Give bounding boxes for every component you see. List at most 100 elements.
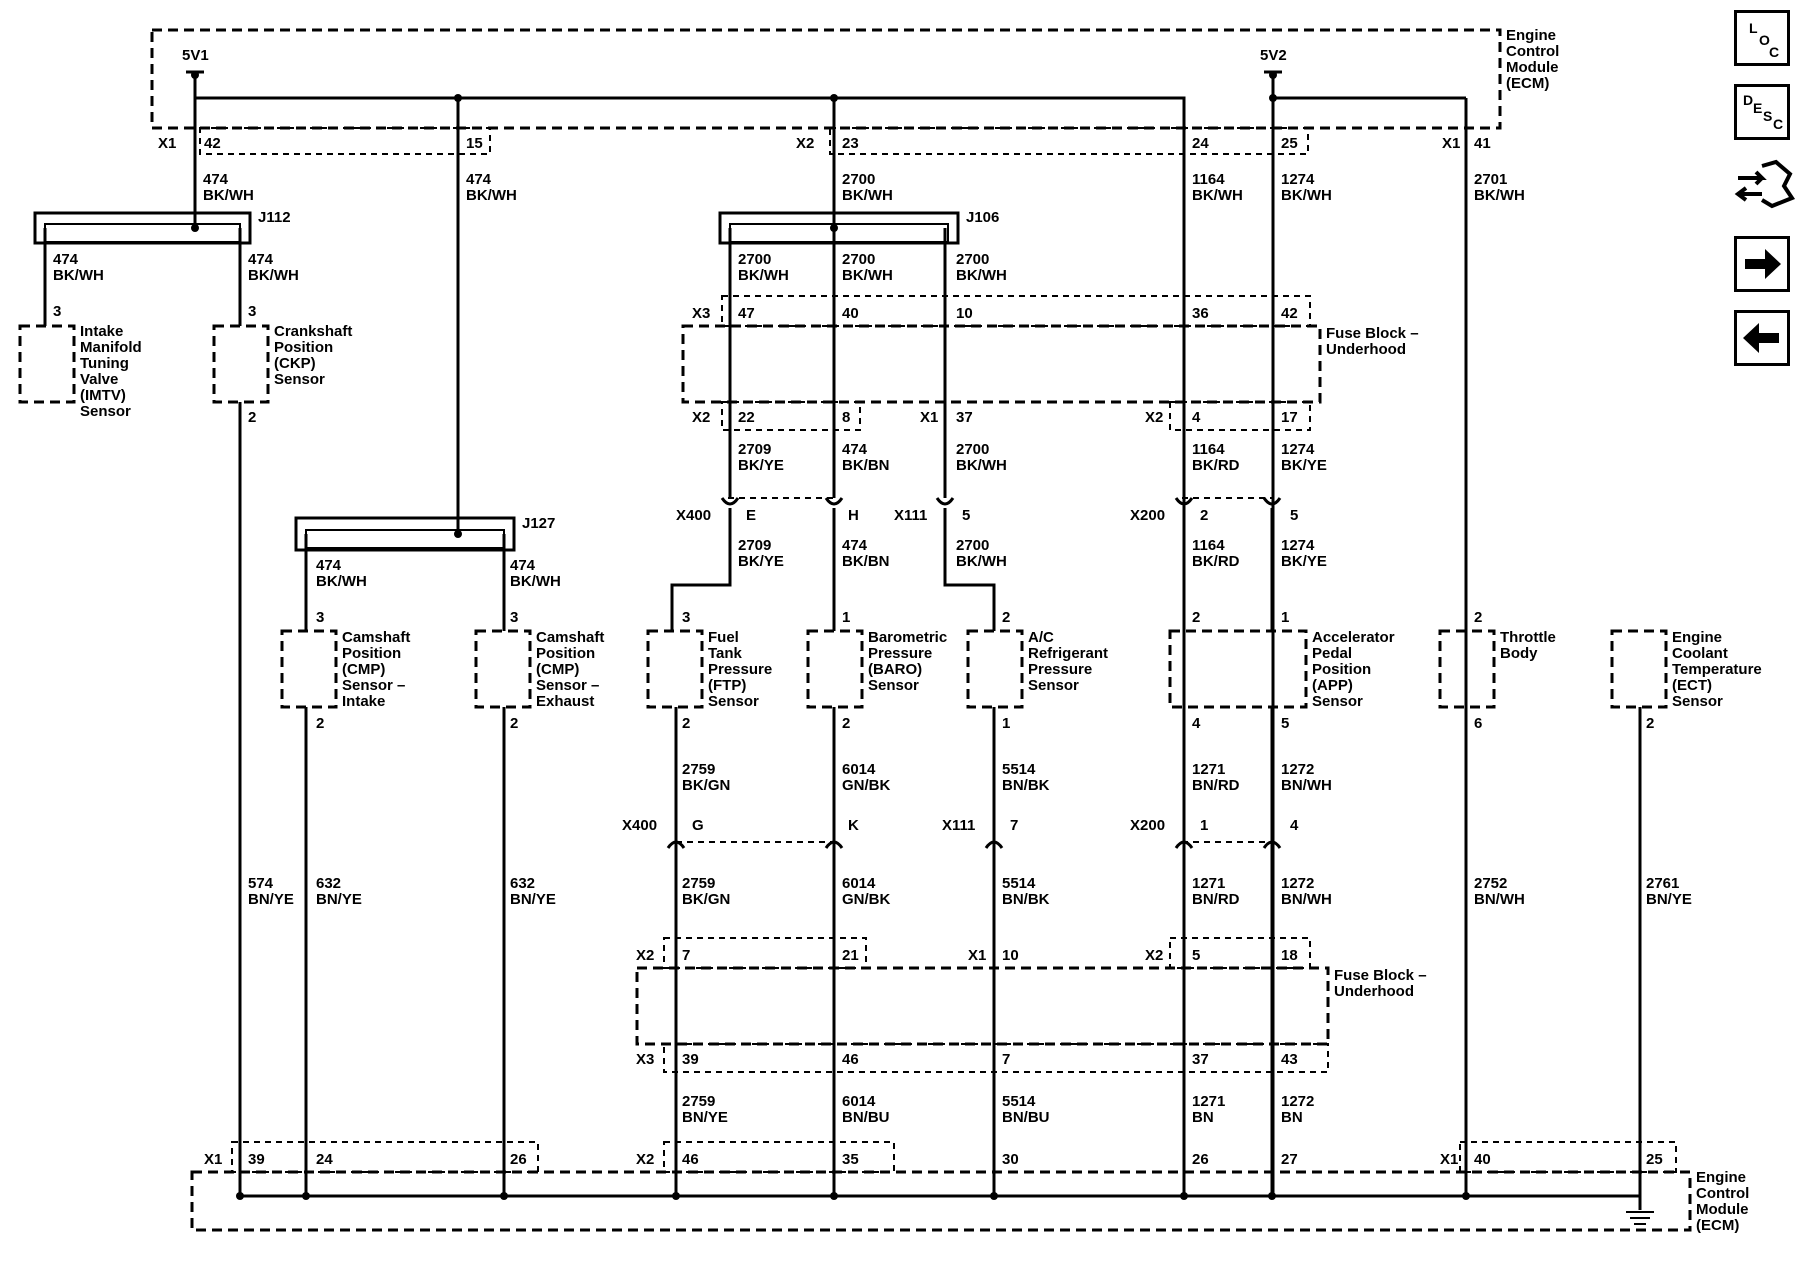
connector-label: X111: [942, 817, 975, 834]
pin-label: 4: [1192, 409, 1201, 426]
connector-label: X3: [636, 1051, 654, 1068]
ftp-sensor-box: [646, 629, 704, 709]
pin-label: 26: [510, 1151, 527, 1168]
fuse-top-label: Fuse Block –: [1326, 325, 1419, 342]
wire-color: BK/BN: [842, 457, 890, 474]
component-name-line: Intake: [342, 693, 385, 710]
inline-connector-icons: [666, 497, 1282, 849]
wire-number: 1272: [1281, 1093, 1314, 1110]
wire-number: 1271: [1192, 761, 1225, 778]
component-name-line: Position: [342, 645, 401, 662]
pin-label: 26: [1192, 1151, 1209, 1168]
pin-label: 3: [316, 609, 324, 626]
pin-label: 5: [1281, 715, 1289, 732]
ecm-bottom-box: [190, 1170, 1692, 1232]
location-icon: L O C: [1749, 20, 1779, 60]
wire-color: BN/YE: [510, 891, 556, 908]
wire-color: BN/YE: [682, 1109, 728, 1126]
ecm-top-box: [150, 28, 1502, 130]
wire-number: 574: [248, 875, 274, 892]
wire-color: BN/WH: [1281, 777, 1332, 794]
component-name-line: Crankshaft: [274, 323, 352, 340]
pin-label: 17: [1281, 409, 1298, 426]
ecm-bottom-label-line: Control: [1696, 1185, 1749, 1202]
connector-label: X2: [1145, 947, 1163, 964]
component-name-line: Sensor: [1312, 693, 1363, 710]
connector-label: X1: [158, 135, 176, 152]
pin-label: E: [746, 507, 756, 524]
component-name-line: Coolant: [1672, 645, 1728, 662]
pin-label: 2: [248, 409, 256, 426]
wire-color: BK/WH: [956, 457, 1007, 474]
pin-label: 8: [842, 409, 850, 426]
fuse-block-bottom: [635, 966, 1330, 1046]
component-name-line: (IMTV): [80, 387, 126, 404]
pin-label: 27: [1281, 1151, 1298, 1168]
wire-number: 474: [316, 557, 342, 574]
connector-label: X2: [692, 409, 710, 426]
wire-color: BK/WH: [842, 187, 893, 204]
component-name-line: Position: [536, 645, 595, 662]
wire-number: 632: [316, 875, 341, 892]
pin-label: 2: [1192, 609, 1200, 626]
component-name-line: Sensor: [708, 693, 759, 710]
connector-label: X2: [796, 135, 814, 152]
wire-color: BK/WH: [510, 573, 561, 590]
wire-color: BK/YE: [738, 553, 784, 570]
pin-label: 3: [682, 609, 690, 626]
pin-label: 2: [842, 715, 850, 732]
wire-number: 474: [842, 537, 868, 554]
pin-label: 6: [1474, 715, 1482, 732]
wire-number: 5514: [1002, 1093, 1036, 1110]
wire-color: BN: [1192, 1109, 1214, 1126]
wire-number: 1274: [1281, 537, 1315, 554]
wire-number: 2701: [1474, 171, 1507, 188]
connector-label: X3: [692, 305, 710, 322]
ecm-top-label-line: Module: [1506, 59, 1559, 76]
component-name-line: Body: [1500, 645, 1538, 662]
component-name-line: Accelerator: [1312, 629, 1395, 646]
pin-label: 39: [682, 1051, 699, 1068]
ecm-top-label-line: Control: [1506, 43, 1559, 60]
wire-color: BK/WH: [1474, 187, 1525, 204]
pin-label: 2: [1474, 609, 1482, 626]
j127-label: J127: [522, 515, 555, 532]
pin-label: 22: [738, 409, 755, 426]
arrow-right-icon: [1745, 249, 1781, 279]
wire-number: 1164: [1192, 171, 1225, 188]
component-name-line: Intake: [80, 323, 123, 340]
wire-color: BN/RD: [1192, 891, 1240, 908]
wire-color: BK/BN: [842, 553, 890, 570]
connector-label: X2: [636, 947, 654, 964]
pin-label: 39: [248, 1151, 265, 1168]
component-name-line: (CMP): [342, 661, 385, 678]
location-button[interactable]: L O C: [1734, 10, 1790, 66]
pin-label: 3: [53, 303, 61, 320]
component-name-line: Sensor –: [342, 677, 405, 694]
description-button[interactable]: D E S C: [1734, 84, 1790, 140]
wire-number: 1271: [1192, 1093, 1225, 1110]
component-name-line: Position: [1312, 661, 1371, 678]
next-page-button[interactable]: [1734, 236, 1790, 292]
pin-label: 21: [842, 947, 859, 964]
previous-page-button[interactable]: [1734, 310, 1790, 366]
ecm-bottom-label-line: (ECM): [1696, 1217, 1739, 1234]
component-name-line: (APP): [1312, 677, 1353, 694]
wire-number: 1274: [1281, 171, 1315, 188]
pin-label: 7: [1010, 817, 1018, 834]
wire-color: GN/BK: [842, 891, 891, 908]
pin-label: 7: [1002, 1051, 1010, 1068]
pin-label: 1: [842, 609, 850, 626]
pin-label: 40: [1474, 1151, 1491, 1168]
component-name-line: Pressure: [1028, 661, 1092, 678]
pin-label: 24: [316, 1151, 333, 1168]
connector-end-view-button[interactable]: [1732, 156, 1796, 216]
ckp-sensor-label: Crankshaft Position (CKP) Sensor: [274, 323, 352, 388]
wire-number: 632: [510, 875, 535, 892]
pin-label: 5: [962, 507, 970, 524]
wire-number: 2759: [682, 1093, 715, 1110]
splice-j112: [33, 211, 252, 245]
wire-number: 2761: [1646, 875, 1679, 892]
throttle-body-label: Throttle Body: [1500, 629, 1556, 662]
wire-color: BN/YE: [248, 891, 294, 908]
